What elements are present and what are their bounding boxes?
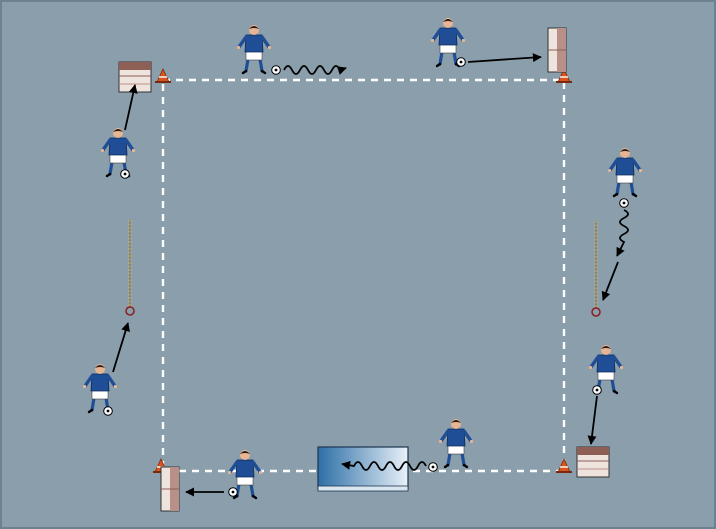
- dribble-arrow-right: [616, 209, 629, 257]
- marker-pole-left: [125, 220, 135, 316]
- mini-goal-bottom-right: [576, 446, 610, 478]
- pass-arrow-left-upper: [124, 84, 138, 131]
- marker-pole-right: [591, 221, 601, 317]
- pass-arrow-bottom-right: [587, 395, 598, 445]
- dribble-arrow-top: [283, 65, 347, 75]
- mini-goal-top-right: [547, 27, 567, 73]
- pass-arrow-top-right: [467, 53, 542, 63]
- pass-arrow-left-lower: [112, 322, 130, 373]
- dribble-arrow-bottom: [341, 460, 427, 471]
- mini-goal-bottom-left: [160, 466, 180, 512]
- pass-arrow-right-pole: [601, 261, 619, 301]
